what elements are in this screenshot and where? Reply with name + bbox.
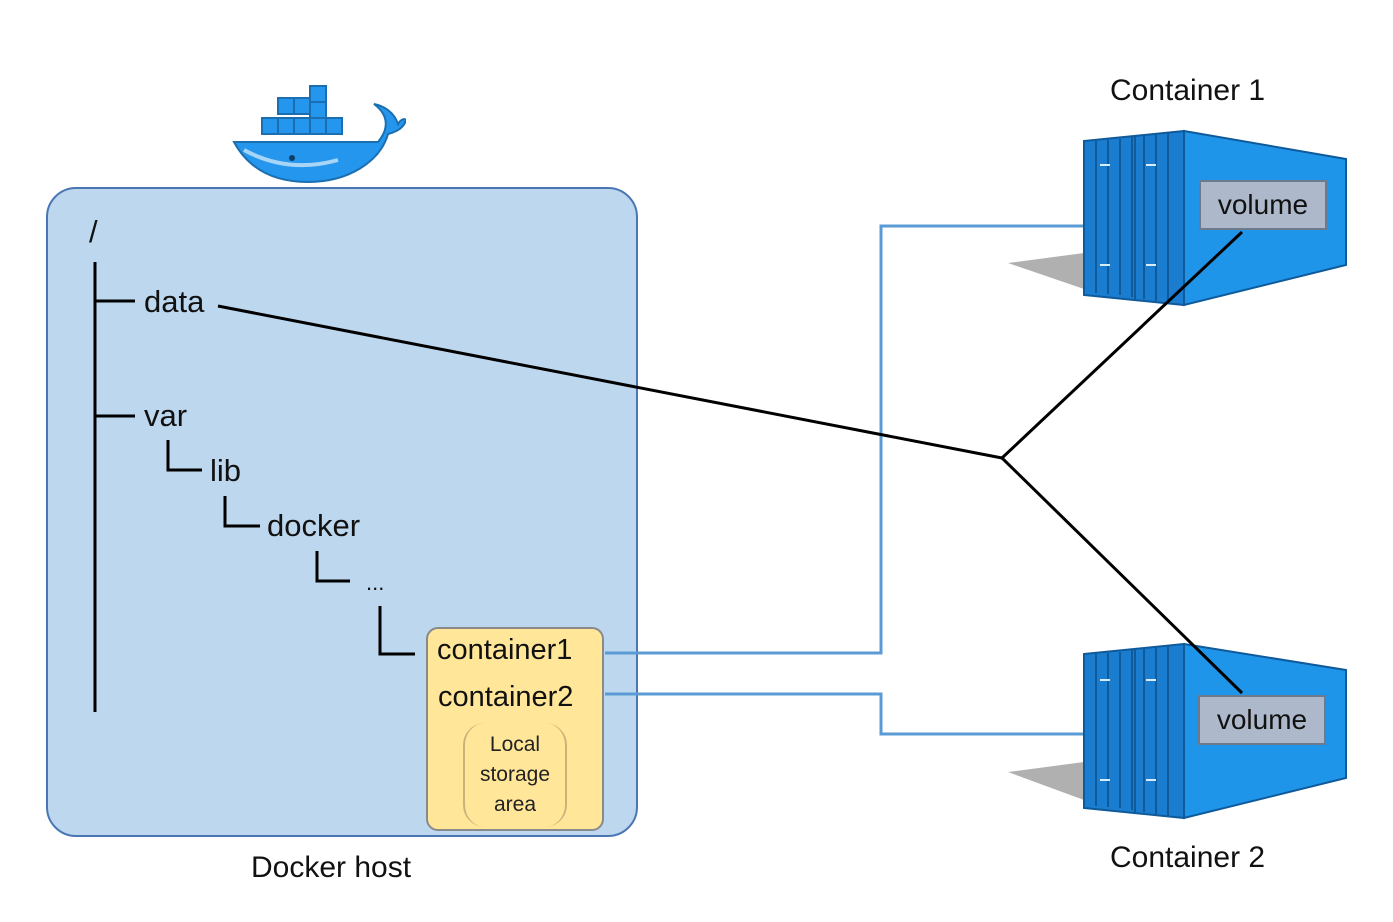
root-dir-label: / [89, 214, 98, 249]
container2-volume-box: volume [1198, 695, 1326, 745]
container2-dir-label: container2 [438, 681, 574, 713]
var-dir-label: var [144, 398, 188, 433]
data-dir-label: data [144, 284, 205, 319]
lib-dir-label: lib [210, 453, 242, 488]
container1-dir-label: container1 [437, 634, 573, 666]
container2-title: Container 2 [1110, 841, 1266, 874]
container2-link-line [605, 692, 1090, 736]
ellipsis-dir-label: ... [366, 570, 385, 595]
local-storage-area: Local storage area [463, 723, 567, 827]
docker-dir-label: docker [267, 508, 361, 543]
junction-to-volume2-line [1000, 456, 1244, 695]
docker-branch-line [223, 496, 260, 528]
container2-volume-label: volume [1216, 704, 1308, 735]
container1-title: Container 1 [1110, 74, 1266, 107]
shipping-container-2-icon [1008, 642, 1347, 820]
local-storage-box [426, 627, 604, 831]
shipping-container-1-icon [1008, 129, 1347, 307]
docker-whale-logo [232, 85, 406, 184]
storage-branch-line [378, 606, 415, 656]
container1-volume-box: volume [1199, 180, 1327, 230]
local-storage-area-label: Local storage area [479, 733, 551, 816]
lib-branch-line [166, 440, 202, 472]
junction-to-volume1-line [1000, 230, 1244, 460]
container1-volume-label: volume [1217, 189, 1309, 220]
container1-link-line [605, 224, 1090, 655]
data-to-junction-line [217, 304, 1003, 460]
docker-host-label: Docker host [251, 851, 412, 884]
ellipsis-branch-line [315, 551, 350, 583]
